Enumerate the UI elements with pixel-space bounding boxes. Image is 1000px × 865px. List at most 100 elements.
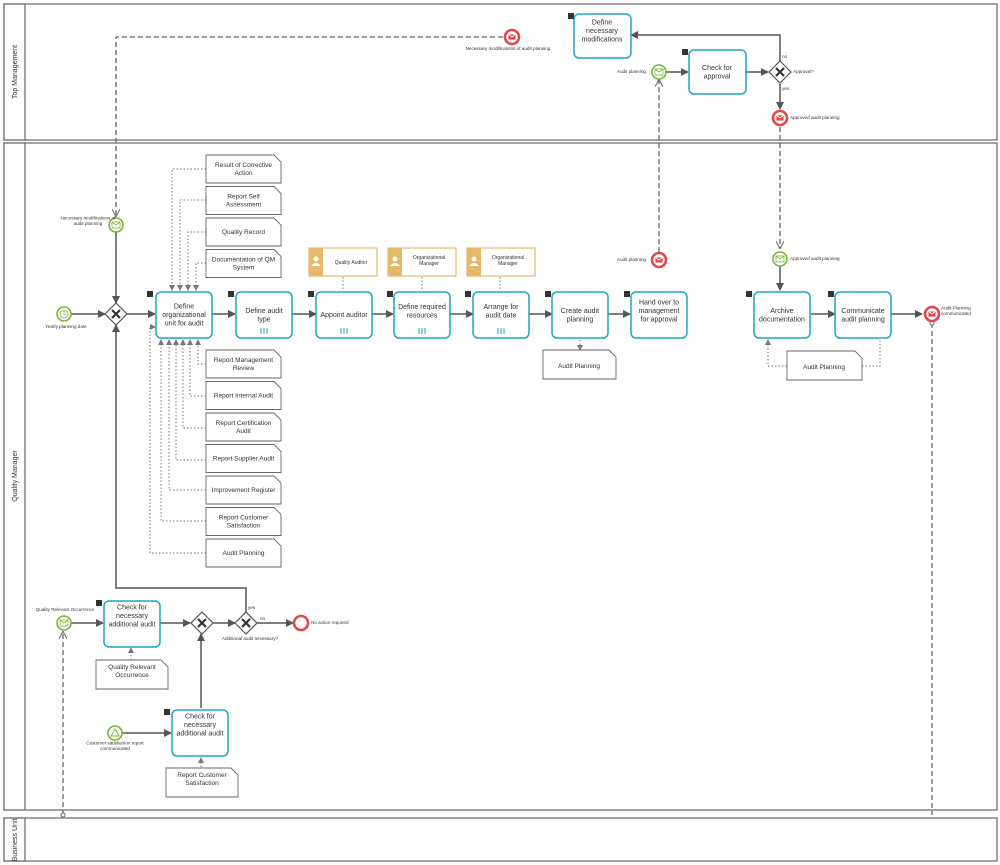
label-modifications-msg: Necessary modifications of audit plannin… <box>466 46 551 51</box>
document-audit-planning-create[interactable]: Audit Planning <box>542 349 617 380</box>
document-label: Audit Planning <box>223 550 265 557</box>
end-event-approved-tm[interactable] <box>771 109 789 127</box>
task-appoint-auditor[interactable]: Appoint auditor <box>315 291 373 339</box>
document-label: Quality Record <box>222 229 265 236</box>
document[interactable]: Improvement Register <box>205 475 282 505</box>
label-approved-tm: Approved audit planning <box>790 115 840 120</box>
label-yes: yes <box>782 86 790 91</box>
multi-instance-icon <box>260 328 268 334</box>
document-label: Audit Planning <box>558 363 600 370</box>
role-label: Quality Auditor <box>335 260 368 266</box>
end-event-modifications-message[interactable] <box>503 28 521 46</box>
document[interactable]: Report Internal Audit <box>205 381 282 410</box>
end-event-audit-planning-qm[interactable] <box>650 251 668 269</box>
lane-title-quality-manager: Quality Manager <box>12 450 19 502</box>
user-task-icon <box>96 600 102 606</box>
user-task-icon <box>147 291 153 297</box>
document[interactable]: Audit Planning <box>205 538 282 568</box>
end-event-communicated[interactable] <box>923 305 941 323</box>
user-task-icon <box>308 291 314 297</box>
start-event-yearly-planning[interactable] <box>56 306 72 322</box>
gateway-merge[interactable] <box>190 611 214 635</box>
start-event-customer-satisfaction[interactable] <box>107 725 123 741</box>
start-event-necessary-modifications[interactable] <box>108 217 124 233</box>
gateway-additional-audit[interactable] <box>234 611 258 635</box>
document-label: Improvement Register <box>212 487 277 494</box>
document[interactable]: Report Supplier Audit <box>205 444 282 473</box>
label-qro: Quality Relevant Occurrence <box>36 607 95 612</box>
document[interactable]: Quality Record <box>205 217 282 247</box>
label-approval: Approval? <box>793 69 814 74</box>
end-event-no-action[interactable] <box>292 614 310 632</box>
user-task-icon <box>545 291 551 297</box>
lane-title-business-unit: Business Unit <box>12 819 19 862</box>
start-event-quality-relevant[interactable] <box>56 615 72 631</box>
document-audit-planning-archive[interactable]: Audit Planning <box>786 350 863 381</box>
multi-instance-icon <box>497 328 505 334</box>
start-event-audit-planning-tm[interactable] <box>651 64 667 80</box>
user-task-icon <box>228 291 234 297</box>
label-yes2: yes <box>248 605 256 610</box>
sequence-flows <box>71 31 923 737</box>
user-task-icon <box>624 291 630 297</box>
user-task-icon <box>682 49 688 55</box>
label-no2: no <box>260 616 266 621</box>
gateway-approval[interactable] <box>768 60 792 84</box>
label-no-action: No action required <box>311 620 349 625</box>
lane-title-top-management: Top Management <box>12 45 19 99</box>
role-quality-auditor[interactable]: Quality Auditor <box>308 247 378 277</box>
user-task-icon <box>568 13 574 19</box>
label-no: no <box>782 54 788 59</box>
start-event-approved-qm[interactable] <box>772 251 788 267</box>
multi-instance-icon <box>418 328 426 334</box>
user-task-icon <box>746 291 752 297</box>
label-audit-planning-tm: Audit planning <box>617 69 647 74</box>
gateway-exclusive-start[interactable] <box>104 302 128 326</box>
multi-instance-icon <box>340 328 348 334</box>
user-task-icon <box>465 291 471 297</box>
task-label: Appoint auditor <box>320 312 368 319</box>
label-additional: Additional audit necessary? <box>222 636 279 641</box>
lane-top-management: Top Management <box>3 3 998 141</box>
